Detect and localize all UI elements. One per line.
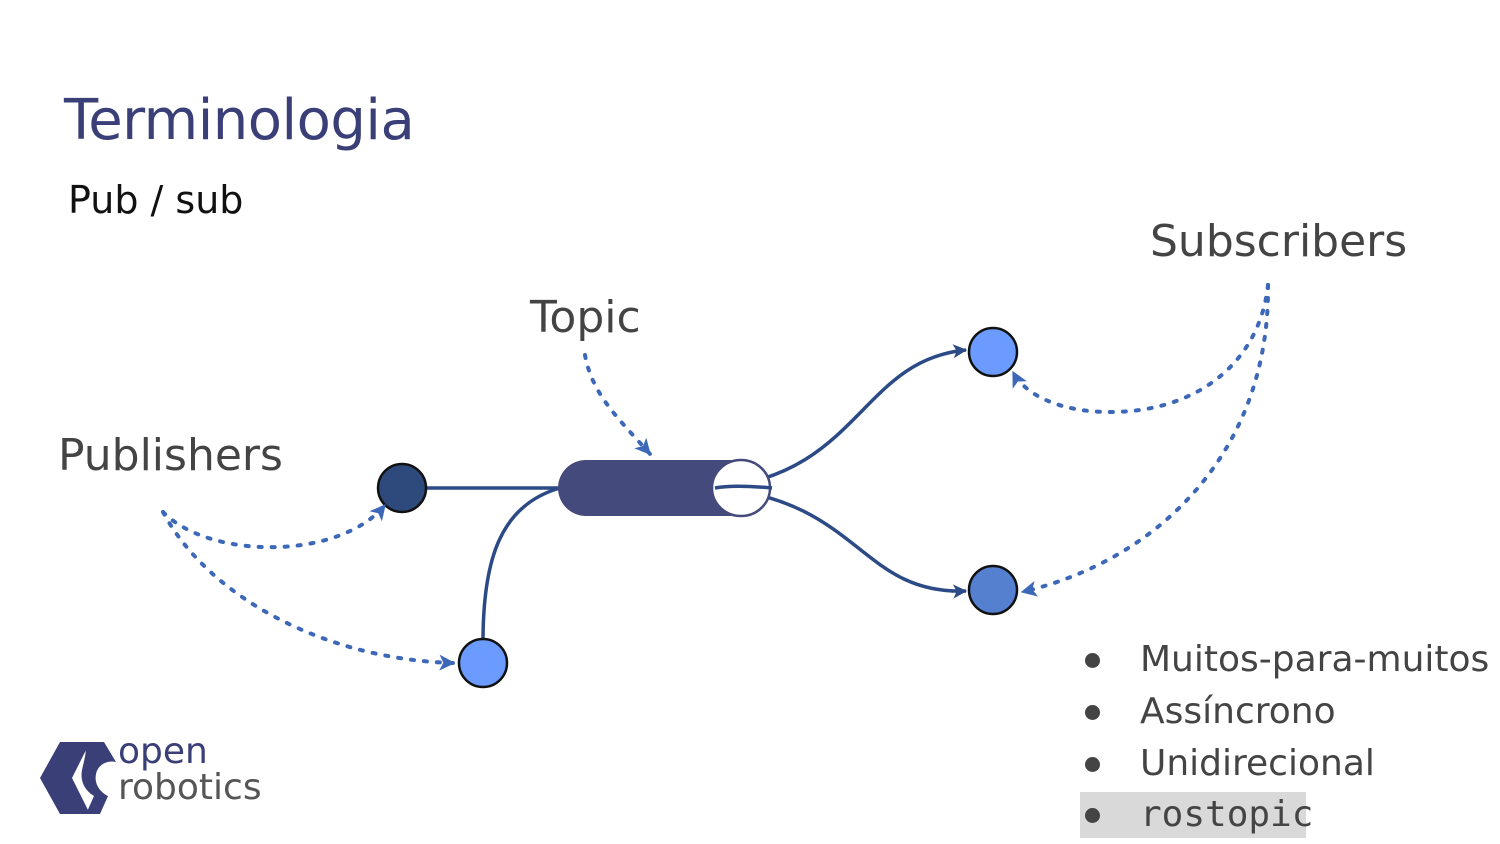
subscriber-node-2 [967,564,1019,616]
annotation-arrows [161,283,1271,671]
annotation-subscriber-arrow-2 [1020,283,1271,597]
bullet-item: Assíncrono [1080,686,1489,738]
bullet-dot [1085,757,1100,772]
annotation-subscriber-arrow-1 [1011,283,1270,415]
bullet-dot [1085,705,1100,720]
label-publishers: Publishers [58,430,283,481]
logo-wordmark: open robotics [118,734,262,806]
publisher-node-1 [376,462,428,514]
publisher-node-2 [457,637,509,689]
bullet-item: Muitos-para-muitos [1080,634,1489,686]
bullet-text: Muitos-para-muitos [1140,639,1490,680]
open-robotics-logo-icon [40,742,116,814]
bullet-text: Assíncrono [1140,691,1336,732]
bullet-item: Unidirecional [1080,738,1489,790]
subscriber-node-1 [967,326,1019,378]
bullet-text: rostopic [1140,794,1314,835]
annotation-topic-arrow [583,353,652,456]
bullet-dot [1085,653,1100,668]
page-subtitle: Pub / sub [68,178,244,222]
annotation-publisher-arrow-1 [161,503,387,550]
page-title: Terminologia [64,88,415,153]
bullet-dot [1085,808,1100,823]
bullet-item-highlighted: rostopic [1080,792,1313,838]
annotation-publisher-arrow-2 [161,510,456,671]
bullet-list: Muitos-para-muitos Assíncrono Unidirecio… [1080,634,1489,838]
topic-node [558,458,773,518]
bullet-text: Unidirecional [1140,743,1375,784]
label-subscribers: Subscribers [1150,216,1408,267]
logo-line-open: open [118,731,208,772]
edge-publisher2-topic [481,486,561,643]
logo-line-robotics: robotics [118,767,262,808]
label-topic: Topic [530,292,641,343]
